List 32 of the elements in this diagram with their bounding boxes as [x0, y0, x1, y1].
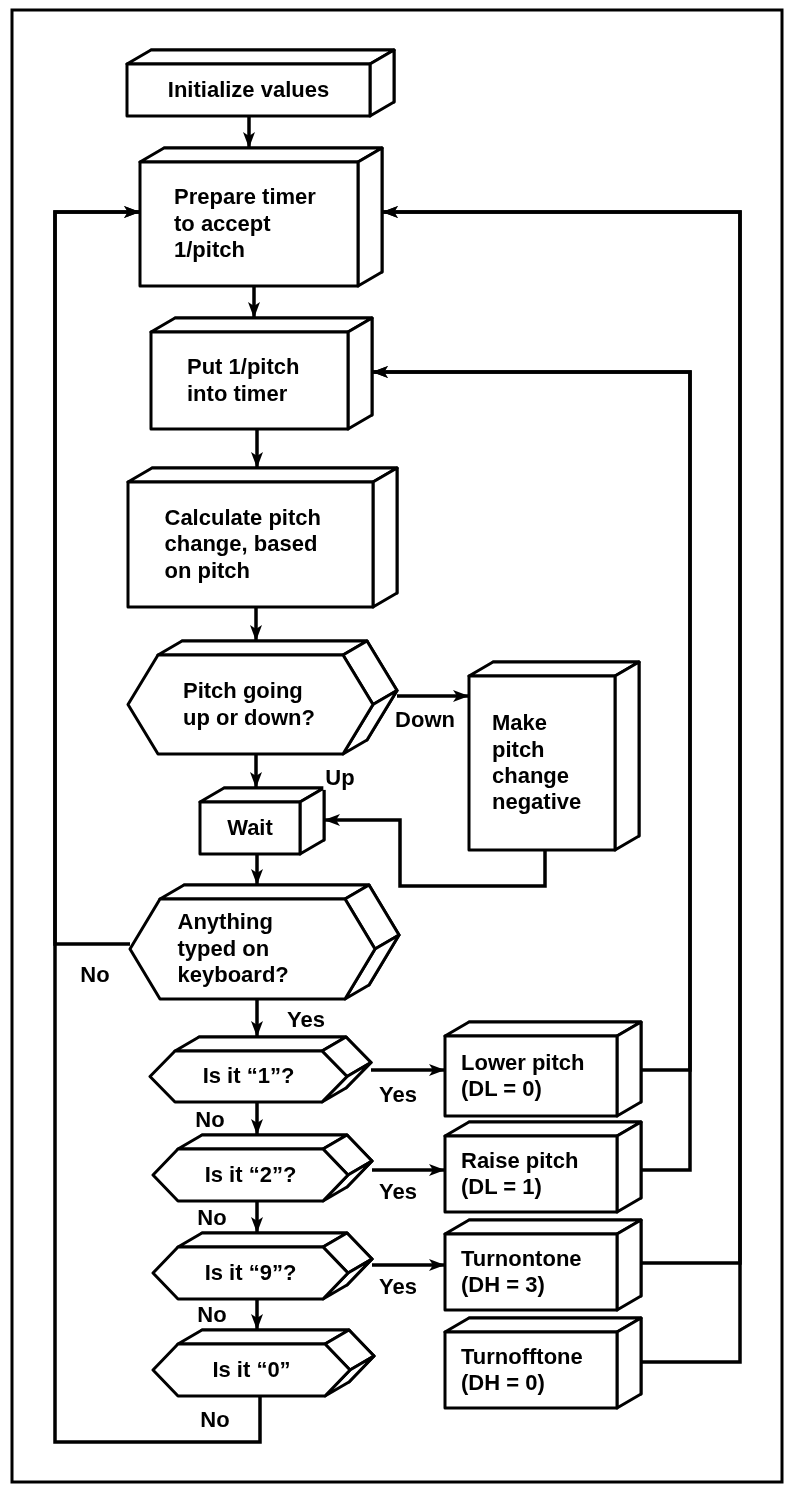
arrow [250, 607, 262, 641]
box-label: Is it “1”? [202, 1063, 295, 1090]
box-label: Calculate pitch change, based on pitch [164, 504, 322, 585]
arrow [251, 1201, 263, 1233]
box-label: Put 1/pitch into timer [187, 354, 301, 407]
box-label: Make pitch change negative [492, 710, 583, 816]
arrow [251, 429, 263, 468]
arrow [372, 1259, 445, 1271]
box-label: Is it “9”? [204, 1259, 297, 1287]
box-label: Raise pitch (DL = 1) [461, 1147, 580, 1201]
arrow [53, 206, 262, 1444]
box-label: Lower pitch (DL = 0) [461, 1049, 586, 1103]
arrow [248, 286, 260, 318]
box-label: Turnofftone (DH = 0) [461, 1343, 584, 1397]
box-label: Wait [227, 814, 273, 842]
box-label: Is it “0” [212, 1356, 291, 1384]
box-label: Prepare timer to accept 1/pitch [174, 184, 317, 264]
box-label: Initialize values [167, 76, 330, 104]
arrow [371, 1064, 445, 1076]
arrow [324, 814, 547, 888]
box-label: Pitch going up or down? [183, 678, 316, 731]
arrow [251, 1299, 263, 1330]
arrow [250, 754, 262, 788]
arrow [372, 1164, 445, 1176]
arrow [251, 1102, 263, 1135]
arrow [251, 999, 263, 1037]
box-label: Turnontone (DH = 3) [461, 1245, 583, 1299]
box-label: Anything typed on keyboard? [177, 909, 290, 989]
arrow [397, 690, 469, 702]
box-label: Is it “2”? [204, 1161, 297, 1189]
arrow [243, 116, 255, 148]
arrow [251, 854, 263, 885]
